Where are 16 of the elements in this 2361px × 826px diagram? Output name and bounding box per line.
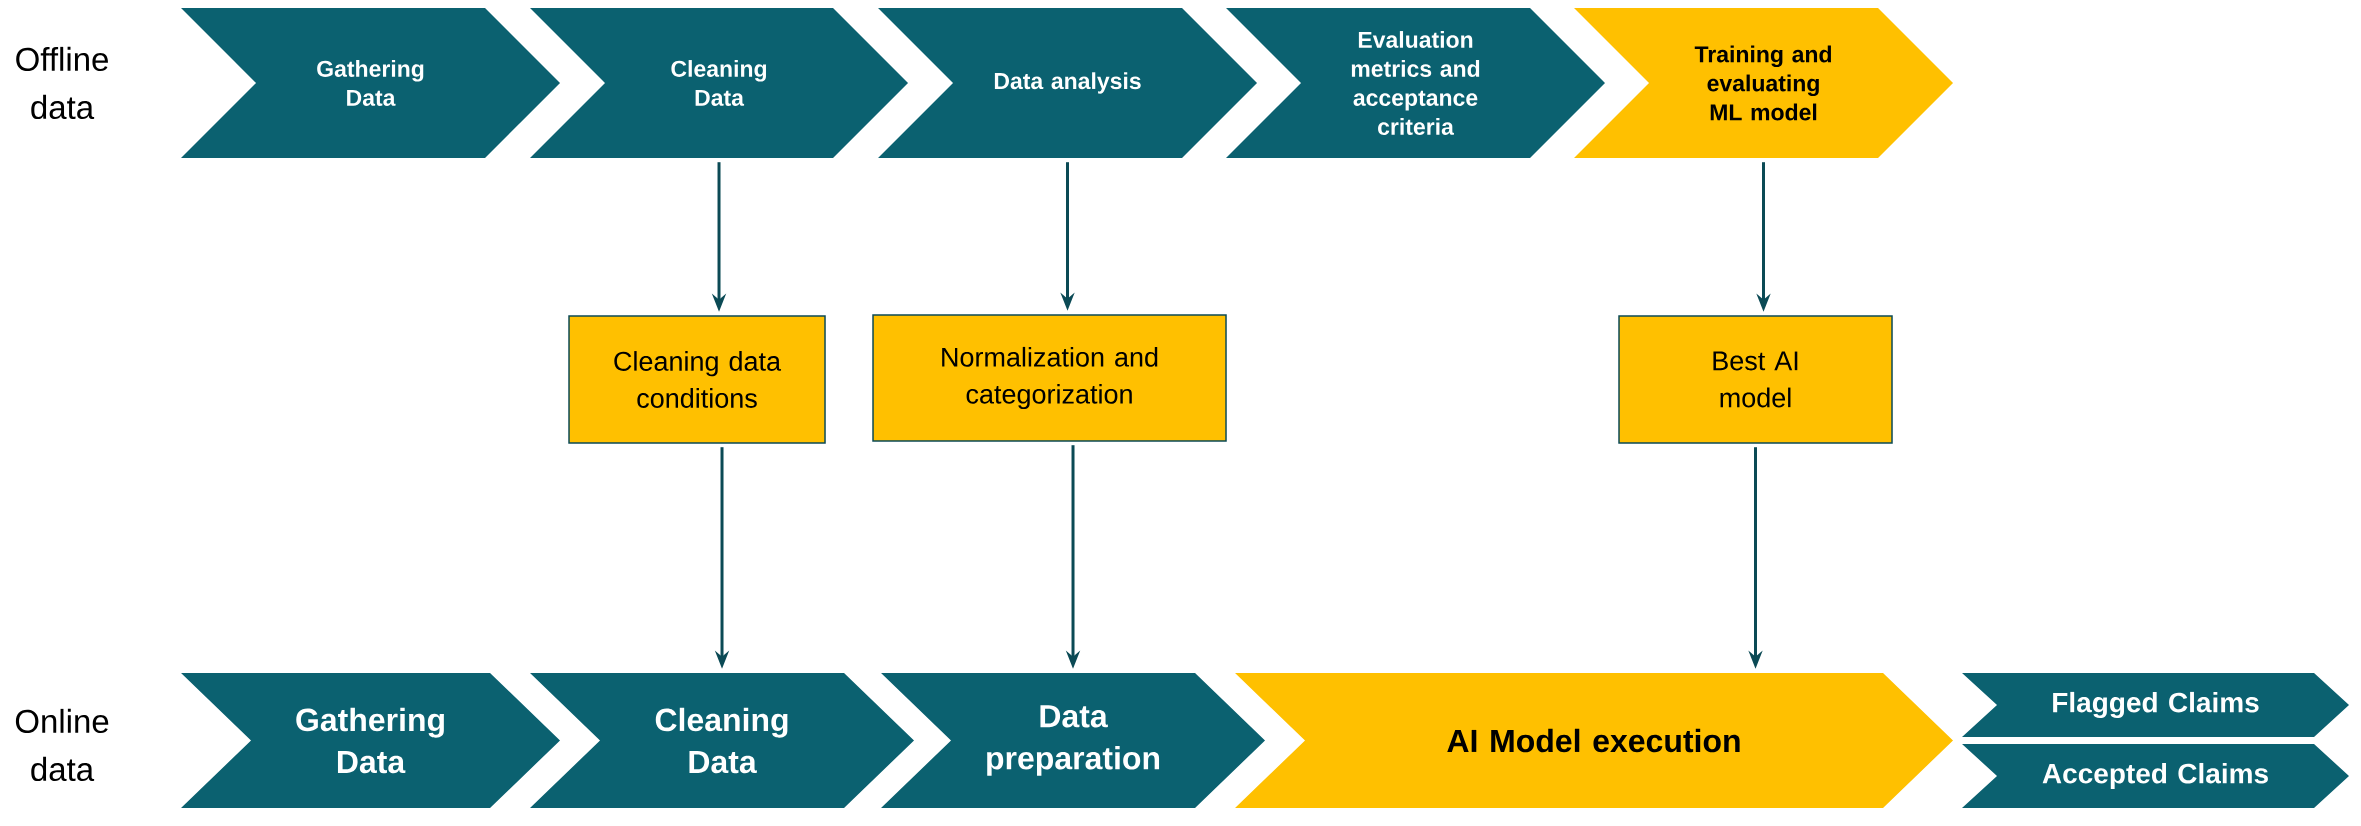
process-step: AI Model execution xyxy=(1235,673,1953,808)
process-step: Training and evaluating ML model xyxy=(1574,8,1953,158)
process-step: Cleaning Data xyxy=(530,8,908,158)
process-step: Flagged Claims xyxy=(1962,673,2349,737)
side-label: Offline data xyxy=(16,46,108,120)
process-box: Normalization and categorization xyxy=(872,314,1227,442)
process-box: Cleaning data conditions xyxy=(568,315,826,444)
side-label: Online data xyxy=(15,708,109,782)
process-box: Best AI model xyxy=(1618,315,1893,444)
process-step: Data analysis xyxy=(878,8,1257,158)
process-step: Data preparation xyxy=(881,673,1265,808)
process-step: Gathering Data xyxy=(181,8,560,158)
process-step: Evaluation metrics and acceptance criteria xyxy=(1226,8,1605,158)
process-step: Accepted Claims xyxy=(1962,744,2349,808)
process-step: Gathering Data xyxy=(181,673,560,808)
process-step: Cleaning Data xyxy=(530,673,914,808)
